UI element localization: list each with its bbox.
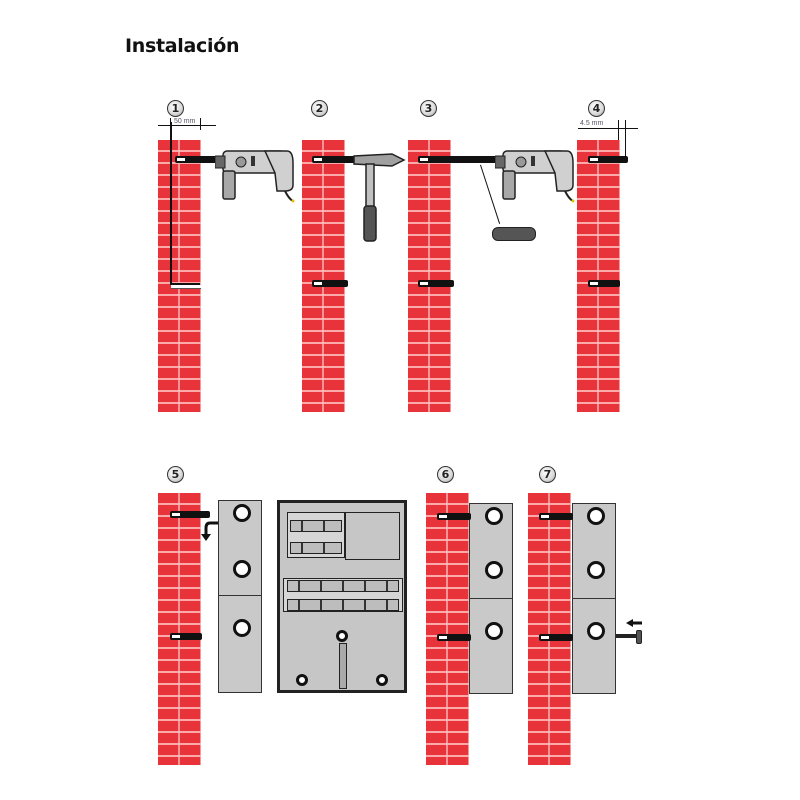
cable-entry-icon (376, 674, 388, 686)
wall-anchor-icon (312, 156, 357, 163)
brick-wall (426, 493, 469, 765)
mounting-hole-icon (485, 507, 503, 525)
mounting-hole-icon (587, 561, 605, 579)
brick-wall (302, 140, 345, 412)
screw-bit-detail-icon (492, 227, 536, 241)
screw-in-anchor-icon (170, 511, 210, 518)
dimension-line (158, 125, 216, 126)
brick-wall (528, 493, 571, 765)
drill-icon (495, 150, 575, 203)
dimension-label: 50 mm (174, 118, 196, 125)
mounting-hole-icon (485, 622, 503, 640)
insert-arrow-icon (626, 619, 642, 627)
screw-head-icon (636, 630, 642, 644)
mounting-hole-icon (587, 507, 605, 525)
page-title: Instalación (125, 35, 240, 57)
step-number-5: 5 (167, 466, 184, 483)
cable-entry-icon (336, 630, 348, 642)
breaker-row (287, 580, 399, 592)
reference-line (170, 283, 200, 285)
marker (171, 285, 201, 289)
mounting-hole-icon (485, 561, 503, 579)
mounting-hole-icon (233, 560, 251, 578)
step-number-4: 4 (588, 100, 605, 117)
drill-bit-icon (175, 156, 230, 163)
breaker-row (290, 520, 342, 532)
drill-icon (215, 150, 295, 203)
brick-wall (408, 140, 451, 412)
cable-entry-icon (296, 674, 308, 686)
mounting-hole-icon (587, 622, 605, 640)
mounting-hole-icon (233, 619, 251, 637)
cabinet-terminal-plate (345, 512, 400, 560)
hammer-icon (353, 153, 406, 242)
screw-in-anchor-icon (437, 634, 471, 641)
screw-in-anchor-icon (437, 513, 471, 520)
screw-in-anchor-icon (588, 280, 620, 287)
cabinet-back-panel-lower (572, 598, 616, 694)
screw-in-anchor-icon (588, 156, 628, 163)
wall-anchor-icon (418, 280, 454, 287)
screw-in-anchor-icon (539, 513, 573, 520)
dimension-label: 4.5 mm (580, 120, 604, 127)
hang-arrow-icon (201, 521, 224, 541)
screw-bit-icon (418, 156, 498, 163)
breaker-row (287, 599, 399, 611)
step-number-3: 3 (420, 100, 437, 117)
brick-wall (158, 140, 201, 412)
brick-wall (158, 493, 201, 765)
dimension-tick (200, 118, 201, 130)
screw-icon (616, 634, 638, 638)
step-number-1: 1 (167, 100, 184, 117)
brick-wall (577, 140, 620, 412)
cabinet-back-panel-lower (218, 595, 262, 693)
screw-in-anchor-icon (539, 634, 573, 641)
wall-anchor-icon (312, 280, 348, 287)
dimension-tick (625, 120, 626, 160)
breaker-row (290, 542, 342, 554)
cabinet-bar (339, 643, 347, 689)
step-number-6: 6 (437, 466, 454, 483)
dimension-line (578, 128, 638, 129)
reference-line (170, 122, 172, 284)
screw-in-anchor-icon (170, 633, 202, 640)
step-number-2: 2 (311, 100, 328, 117)
step-number-7: 7 (539, 466, 556, 483)
mounting-hole-icon (233, 504, 251, 522)
cabinet-back-panel-lower (469, 598, 513, 694)
